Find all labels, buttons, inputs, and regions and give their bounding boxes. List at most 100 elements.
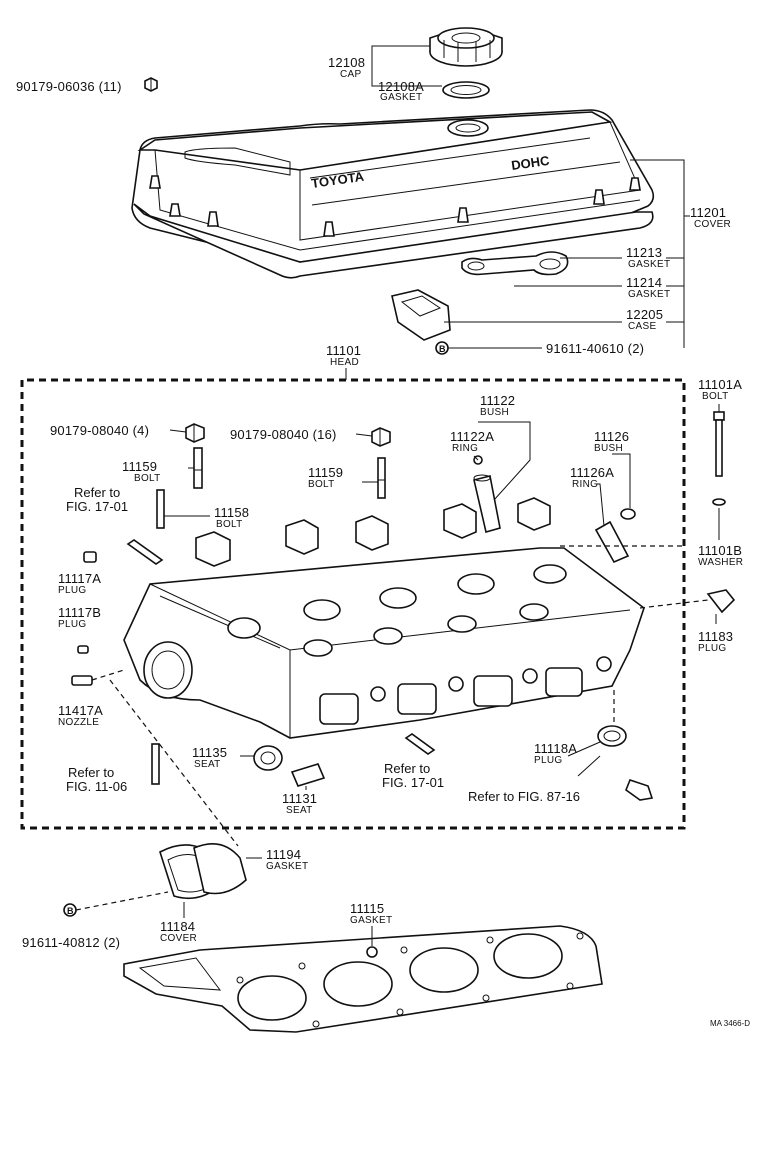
- bolt-11159-left-name: BOLT: [134, 473, 161, 484]
- bush-11122-number: 11122: [480, 393, 516, 408]
- nut-16: [371, 427, 391, 447]
- seat-11135-number: 11135: [192, 745, 228, 760]
- bolt-b-number: 91611-40610 (2): [546, 341, 645, 356]
- ring-11122a-number: 11122A: [450, 429, 495, 444]
- refer-11-06-line2: FIG. 11-06: [66, 779, 128, 794]
- seat-11131-name: SEAT: [286, 805, 313, 816]
- gasket-11115-name: GASKET: [350, 915, 393, 926]
- cap-gasket: [442, 81, 490, 99]
- seat-11131: [290, 763, 326, 787]
- stud-refer-bottom: [404, 733, 436, 755]
- bush-11126: [594, 520, 630, 564]
- cover-name: COVER: [694, 219, 732, 230]
- svg-text:B: B: [67, 906, 74, 916]
- stud-refer-top: [126, 539, 164, 565]
- stud-11159-mid: [377, 457, 386, 499]
- refer-11-06-line1: Refer to: [68, 765, 115, 780]
- ring-11126a: [620, 508, 636, 520]
- cylinder-head: [123, 547, 645, 739]
- gasket-11194: [193, 842, 247, 895]
- ring-11126a-number: 11126A: [570, 465, 615, 480]
- camshaft-caps: [195, 497, 551, 567]
- seat-11135: [253, 745, 283, 771]
- bolt-11159-left-number: 11159: [122, 459, 158, 474]
- nozzle-number: 11417A: [58, 703, 104, 718]
- nut-4-number: 90179-08040 (4): [50, 423, 150, 438]
- nozzle-11417a: [71, 675, 93, 686]
- nut-16-number: 90179-08040 (16): [230, 427, 337, 442]
- cap-part-number: 12108: [328, 55, 366, 70]
- plug-11118a-number: 11118A: [534, 741, 578, 756]
- nut-top-number: 90179-06036 (11): [16, 79, 122, 94]
- toyota-emboss: TOYOTA: [310, 169, 365, 191]
- plug-11117a-name: PLUG: [58, 585, 87, 596]
- cap-part-name: CAP: [340, 69, 362, 80]
- gasket-11213-name: GASKET: [628, 259, 671, 270]
- bolt-b-bottom-number: 91611-40812 (2): [22, 935, 121, 950]
- ring-11126a-name: RING: [572, 479, 599, 490]
- head-name: HEAD: [330, 357, 359, 368]
- plug-11117b-number: 11117B: [58, 605, 102, 620]
- oil-pressure-fitting: [625, 779, 654, 801]
- bush-11126-name: BUSH: [594, 443, 623, 454]
- refer-17-01-bottom-line2: FIG. 17-01: [382, 775, 445, 790]
- bush-11122-name: BUSH: [480, 407, 509, 418]
- cap-gasket-number: 12108A: [378, 79, 425, 94]
- refer-17-01-top-line1: Refer to: [74, 485, 121, 500]
- nut-4: [185, 423, 205, 443]
- plug-11183: [706, 589, 736, 614]
- nozzle-name: NOZZLE: [58, 717, 100, 728]
- seat-11135-name: SEAT: [194, 759, 221, 770]
- bolt-11158-name: BOLT: [216, 519, 243, 530]
- gasket-11115-number: 11115: [350, 901, 385, 916]
- plug-11117b-name: PLUG: [58, 619, 87, 630]
- plug-11183-name: PLUG: [698, 643, 727, 654]
- plug-11117b: [77, 645, 89, 654]
- stud-refer-11-06: [151, 743, 160, 785]
- dohc-emboss: DOHC: [510, 153, 551, 173]
- washer-11101b: [712, 498, 726, 506]
- plug-11118a-name: PLUG: [534, 755, 563, 766]
- plug-11183-number: 11183: [698, 629, 734, 644]
- case-number: 12205: [626, 307, 664, 322]
- stud-11158: [156, 489, 165, 529]
- bolt-11101a-number: 11101A: [698, 377, 743, 392]
- plug-11117a-number: 11117A: [58, 571, 102, 586]
- plug-tube-gasket: [461, 251, 569, 276]
- cover-number: 11201: [690, 205, 727, 220]
- bolt-11159-mid-number: 11159: [308, 465, 344, 480]
- gasket-11213-number: 11213: [626, 245, 663, 260]
- bolt-11159-mid-name: BOLT: [308, 479, 335, 490]
- bolt-11101a-name: BOLT: [702, 391, 729, 402]
- bush-11126-number: 11126: [594, 429, 630, 444]
- seat-11131-number: 11131: [282, 791, 318, 806]
- cover-11184-number: 11184: [160, 919, 196, 934]
- head-gasket-11115: [123, 925, 603, 1033]
- breather-case: [391, 289, 451, 341]
- gasket-11214-name: GASKET: [628, 289, 671, 300]
- refer-17-01-top-line2: FIG. 17-01: [66, 499, 129, 514]
- bush-11122: [473, 474, 501, 534]
- plug-11117a: [83, 551, 97, 563]
- oil-filler-cap: [429, 27, 503, 67]
- cover-gasket: [133, 203, 654, 279]
- plug-11118a: [597, 725, 627, 747]
- washer-name: WASHER: [698, 557, 744, 568]
- case-name: CASE: [628, 321, 657, 332]
- head-assembly-boundary: [20, 378, 686, 830]
- gasket-11194-number: 11194: [266, 847, 302, 862]
- ring-11122a-name: RING: [452, 443, 479, 454]
- cap-gasket-name: GASKET: [380, 92, 423, 103]
- head-bolt-11101a: [713, 411, 725, 477]
- hex-nut-top: [144, 77, 158, 92]
- head-number: 11101: [326, 343, 362, 358]
- valve-cover: TOYOTA DOHC: [131, 109, 655, 264]
- svg-text:B: B: [439, 344, 446, 354]
- figure-code: MA 3466-D: [710, 1019, 751, 1028]
- gasket-11214-number: 11214: [626, 275, 663, 290]
- stud-11159-left: [193, 447, 203, 489]
- refer-17-01-bottom-line1: Refer to: [384, 761, 431, 776]
- gasket-11194-name: GASKET: [266, 861, 309, 872]
